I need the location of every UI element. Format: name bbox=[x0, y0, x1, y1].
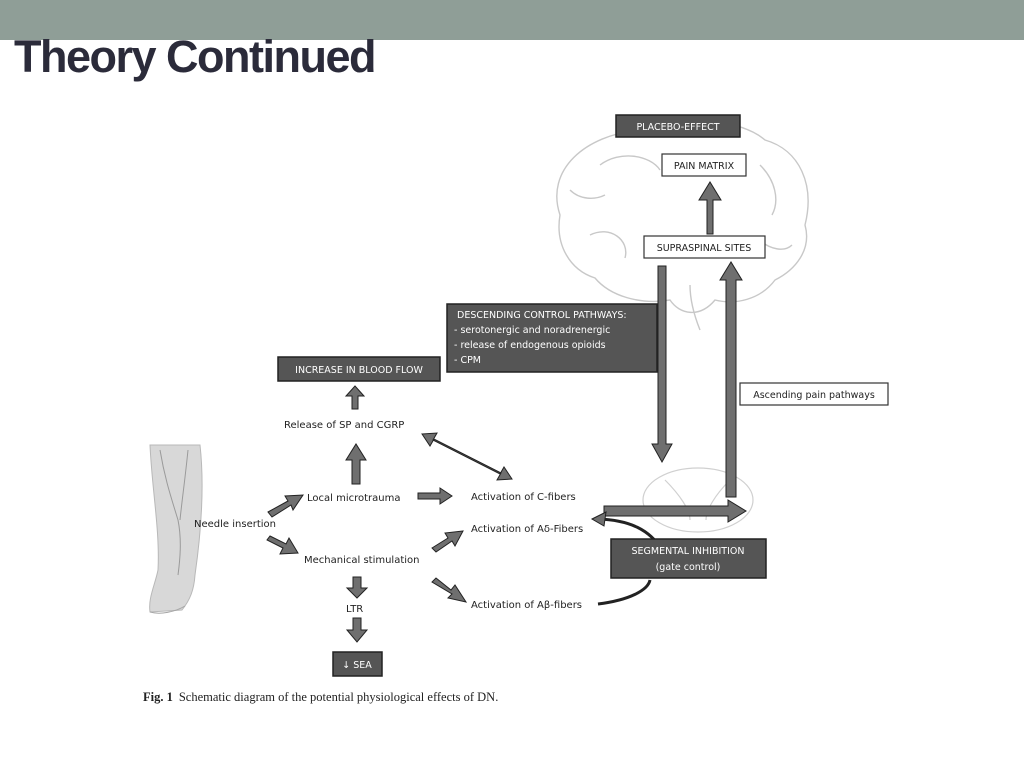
box-sea: ↓ SEA bbox=[332, 651, 383, 677]
arrow-release-to-c-fibers bbox=[421, 432, 513, 481]
arrow-mechanical-to-ltr bbox=[345, 576, 369, 599]
label-release-sp-cgrp: Release of SP and CGRP bbox=[284, 420, 404, 431]
arrow-c-fibers-to-spinal-cord bbox=[603, 499, 747, 523]
svg-text:Ascending pain pathways: Ascending pain pathways bbox=[753, 390, 875, 401]
figure-caption: Fig. 1 Schematic diagram of the potential… bbox=[143, 690, 498, 705]
label-local-microtrauma: Local microtrauma bbox=[307, 493, 401, 504]
arrow-needle-to-mechanical bbox=[266, 535, 299, 555]
svg-text:- CPM: - CPM bbox=[454, 355, 481, 366]
top-accent-bar bbox=[0, 0, 1024, 40]
arrow-microtrauma-to-c-fibers bbox=[417, 487, 453, 505]
svg-text:INCREASE IN BLOOD FLOW: INCREASE IN BLOOD FLOW bbox=[295, 365, 423, 376]
brain-illustration bbox=[556, 119, 809, 331]
arrow-to-blood-flow bbox=[344, 385, 366, 410]
box-increase-in-blood-flow: INCREASE IN BLOOD FLOW bbox=[277, 356, 441, 382]
box-supraspinal-sites: SUPRASPINAL SITES bbox=[643, 235, 766, 259]
svg-text:PLACEBO-EFFECT: PLACEBO-EFFECT bbox=[636, 122, 719, 133]
box-segmental-inhibition: SEGMENTAL INHIBITION (gate control) bbox=[610, 538, 767, 579]
label-ltr: LTR bbox=[346, 604, 363, 615]
svg-text:DESCENDING CONTROL PATHWAYS:: DESCENDING CONTROL PATHWAYS: bbox=[457, 310, 627, 321]
svg-text:(gate control): (gate control) bbox=[656, 562, 721, 573]
slide-title: Theory Continued bbox=[14, 31, 376, 82]
arrow-ab-to-gate bbox=[597, 579, 652, 606]
arrow-mechanical-to-ad-fibers bbox=[431, 530, 464, 553]
leg-illustration bbox=[149, 444, 203, 614]
label-activation-ad-fibers: Activation of Aδ-Fibers bbox=[471, 524, 583, 535]
arrow-needle-to-microtrauma bbox=[267, 494, 304, 518]
arrow-ascending bbox=[719, 261, 743, 498]
arrowhead-gate-to-ad bbox=[590, 511, 607, 527]
arrow-ltr-to-sea bbox=[345, 617, 369, 643]
box-placebo-effect: PLACEBO-EFFECT bbox=[615, 114, 741, 138]
svg-text:↓ SEA: ↓ SEA bbox=[342, 660, 372, 671]
svg-text:SEGMENTAL INHIBITION: SEGMENTAL INHIBITION bbox=[632, 546, 745, 557]
arrow-to-release-sp bbox=[345, 443, 367, 485]
label-activation-c-fibers: Activation of C-fibers bbox=[471, 492, 576, 503]
arrow-descending bbox=[651, 265, 673, 464]
box-descending-control-pathways: DESCENDING CONTROL PATHWAYS: - serotoner… bbox=[446, 303, 658, 373]
svg-text:PAIN MATRIX: PAIN MATRIX bbox=[674, 161, 735, 172]
arrow-mechanical-to-ab-fibers bbox=[431, 577, 468, 603]
arrow-to-pain-matrix bbox=[698, 181, 722, 235]
label-needle-insertion: Needle insertion bbox=[194, 519, 276, 530]
svg-text:- serotonergic and noradrene: - serotonergic and noradrenergic bbox=[454, 325, 610, 336]
box-ascending-pain-pathways: Ascending pain pathways bbox=[739, 382, 889, 406]
svg-text:SUPRASPINAL SITES: SUPRASPINAL SITES bbox=[657, 243, 752, 254]
label-activation-ab-fibers: Activation of Aβ-fibers bbox=[471, 600, 582, 611]
label-mechanical-stimulation: Mechanical stimulation bbox=[304, 555, 420, 566]
svg-text:- release of endogenous opio: - release of endogenous opioids bbox=[454, 340, 606, 351]
figure-caption-label: Fig. 1 bbox=[143, 690, 173, 704]
box-pain-matrix: PAIN MATRIX bbox=[661, 153, 747, 177]
figure-caption-text: Schematic diagram of the potential physi… bbox=[178, 690, 499, 704]
